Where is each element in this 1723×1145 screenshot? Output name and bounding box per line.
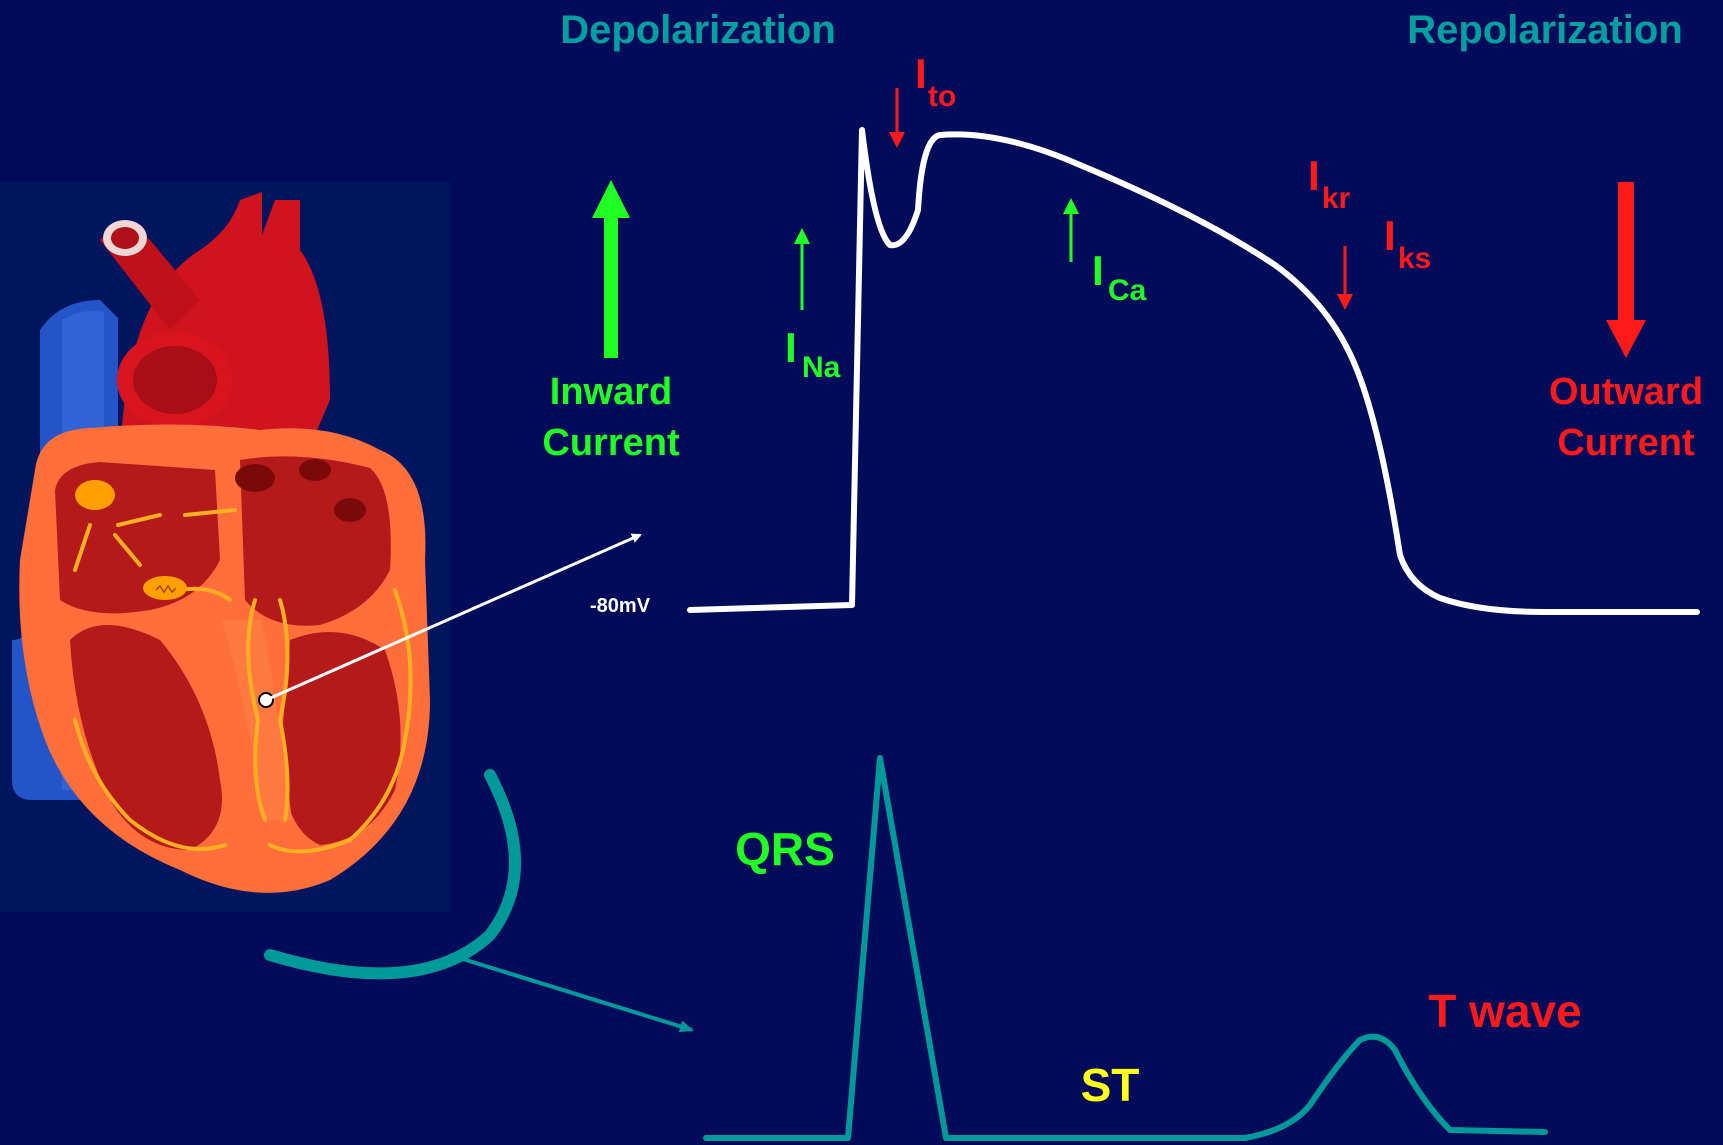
svg-text:I: I — [915, 50, 927, 97]
outward-current-line2: Current — [1557, 422, 1695, 464]
svg-text:I: I — [785, 324, 797, 371]
arrow-up-icon — [794, 228, 810, 310]
i-ks-label: I ks — [1384, 212, 1431, 275]
resting-potential-label: -80mV — [590, 595, 651, 617]
svg-text:I: I — [1308, 152, 1320, 199]
inward-current-line2: Current — [542, 422, 680, 464]
svg-text:kr: kr — [1322, 182, 1351, 215]
qrs-label: QRS — [735, 823, 835, 875]
svg-text:to: to — [928, 80, 956, 113]
action-potential-curve — [690, 130, 1697, 612]
svg-text:I: I — [1384, 212, 1396, 259]
heart-anatomy-illustration — [0, 182, 450, 912]
arrow-down-icon — [1337, 246, 1353, 310]
i-na-label: I Na — [785, 324, 841, 384]
pointer-arrow-icon — [450, 955, 692, 1030]
arrow-up-icon — [1063, 198, 1079, 262]
repolarization-heading: Repolarization — [1407, 8, 1683, 52]
i-to-label: I to — [915, 50, 956, 113]
arrow-up-icon — [592, 180, 630, 358]
arrow-down-icon — [889, 88, 905, 148]
depolarization-heading: Depolarization — [560, 8, 836, 52]
svg-text:Ca: Ca — [1108, 274, 1147, 307]
i-kr-label: I kr — [1308, 152, 1351, 215]
arrow-down-icon — [1606, 182, 1646, 358]
svg-text:ks: ks — [1398, 242, 1431, 275]
inward-current-line1: Inward — [550, 371, 672, 413]
outward-current-line1: Outward — [1549, 371, 1703, 413]
svg-text:Na: Na — [802, 351, 841, 384]
svg-text:I: I — [1092, 247, 1104, 294]
i-ca-label: I Ca — [1092, 247, 1147, 307]
t-wave-label: T wave — [1428, 985, 1581, 1037]
st-label: ST — [1081, 1059, 1140, 1111]
